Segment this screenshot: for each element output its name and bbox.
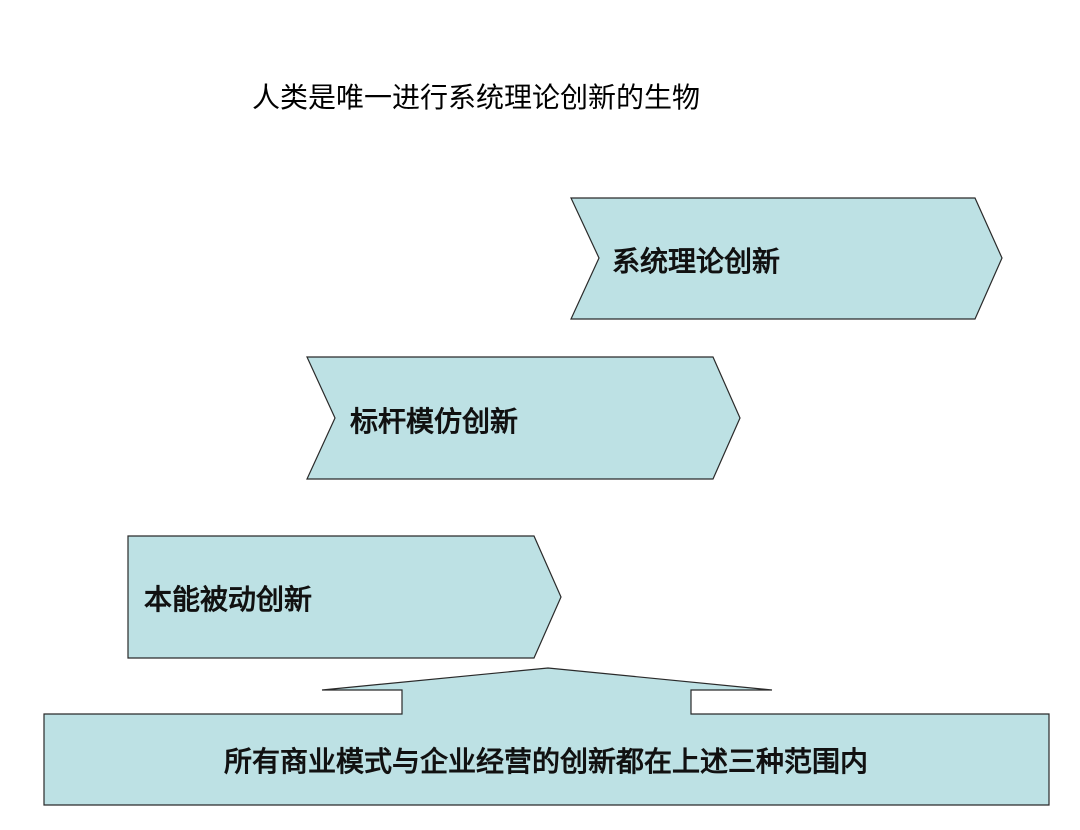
chevron-benchmark-imitation (306, 356, 741, 480)
label-system-theory: 系统理论创新 (612, 245, 781, 278)
label-benchmark-imitation: 标杆模仿创新 (350, 405, 519, 438)
label-foundation: 所有商业模式与企业经营的创新都在上述三种范围内 (223, 745, 868, 778)
up-arrow-foundation (43, 667, 1050, 806)
pentagon-instinct-passive (127, 535, 562, 659)
chevron-system-theory (570, 197, 1003, 320)
page-title: 人类是唯一进行系统理论创新的生物 (252, 81, 701, 114)
label-instinct-passive: 本能被动创新 (144, 583, 313, 616)
